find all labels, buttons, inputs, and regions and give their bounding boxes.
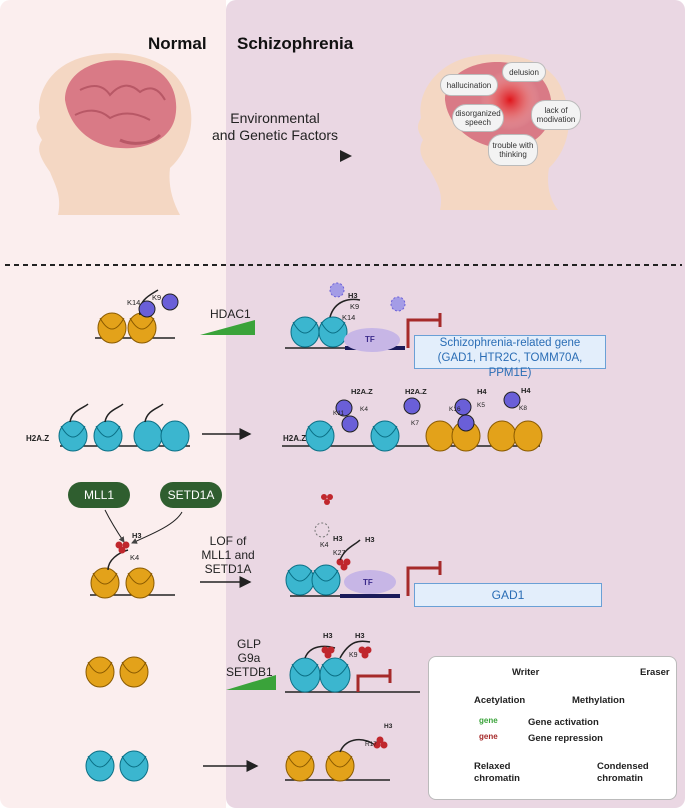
row2-group4-mark-k8: K8 <box>519 405 527 412</box>
row3-normal-chromatin <box>90 541 175 599</box>
row4-enzyme-g9a: G9a <box>237 651 261 665</box>
row5-scz-chromatin <box>285 736 390 782</box>
row5-h3: H3 <box>384 723 393 730</box>
row1-scz-chromatin <box>285 282 442 352</box>
row3-arrow-label-line-3: SETD1A <box>204 562 252 576</box>
row3-scz-k27: K27 <box>333 550 346 557</box>
row3-normal-k4: K4 <box>130 553 140 562</box>
row3-normal-h3: H3 <box>132 531 142 540</box>
symptom-hallucination: hallucination <box>440 74 498 96</box>
row2-group2-mark-k7: K7 <box>411 420 419 427</box>
row1-scz-h3: H3 <box>348 291 358 300</box>
row2-group4-variant: H4 <box>521 386 531 395</box>
row2-normal-chromatin <box>58 403 190 452</box>
row1-normal-mark-k9: K9 <box>152 293 162 302</box>
legend-relaxed-line-2: chromatin <box>474 773 520 784</box>
row3-arrow-label-line-1: LOF of <box>209 534 247 548</box>
symptom-disorganized-speech: disorganized speech <box>452 104 504 132</box>
row3-scz-k4: K4 <box>320 542 329 549</box>
row2-scz-label: H2A.Z <box>283 434 307 443</box>
row2-group3-variant: H4 <box>477 387 487 396</box>
row2-group1-variant: H2A.Z <box>351 387 373 396</box>
row3-scz-h3: H3 <box>333 534 343 543</box>
row2-group3-mark-k5: K5 <box>477 402 485 409</box>
hdac1-label: HDAC1 <box>210 307 251 321</box>
row3-gene-box: GAD1 <box>414 583 602 607</box>
legend-acetylation: Acetylation <box>474 695 526 706</box>
factors-label: Environmental and Genetic Factors <box>205 110 345 144</box>
legend-methylation: Methylation <box>572 695 625 706</box>
legend-condensed-line-2: chromatin <box>597 773 643 784</box>
legend-eraser: Eraser <box>640 667 670 678</box>
row4-increase-wedge <box>226 675 276 690</box>
row4-h3-b: H3 <box>355 631 365 640</box>
hdac1-increase-wedge <box>200 320 255 335</box>
legend-box <box>428 656 677 800</box>
row4-h3-a: H3 <box>323 631 333 640</box>
legend-gene-repression: Gene repression <box>528 733 603 744</box>
factors-line-1: Environmental <box>230 110 320 126</box>
row2-scz-chromatin <box>282 391 543 452</box>
row1-gene-box-line-2: (GAD1, HTR2C, TOMM70A, PPM1E) <box>437 352 583 379</box>
row4-enzyme-labels: GLP G9a SETDB1 <box>226 637 273 679</box>
symptom-delusion: delusion <box>502 62 546 82</box>
normal-head-icon <box>36 53 192 216</box>
legend-gene-activation: Gene activation <box>528 717 599 728</box>
row4-k9: K9 <box>349 652 358 659</box>
symptom-trouble-thinking: trouble with thinking <box>488 134 538 166</box>
writer-setd1a: SETD1A <box>160 482 222 508</box>
row2-group1-mark-k4: K4 <box>360 406 368 413</box>
legend-condensed: Condensed chromatin <box>597 761 649 785</box>
row1-normal-mark-k14: K14 <box>127 298 141 307</box>
row3-arrow-label-line-2: MLL1 and <box>201 548 255 562</box>
row5-normal-chromatin <box>85 750 149 782</box>
factors-line-2: and Genetic Factors <box>211 127 339 143</box>
legend-relaxed-line-1: Relaxed <box>474 761 511 772</box>
row2-normal-label: H2A.Z <box>26 434 50 443</box>
row4-enzyme-setdb1: SETDB1 <box>226 665 273 679</box>
row5-r17: R17 <box>365 741 377 748</box>
writer-mll1: MLL1 <box>68 482 130 508</box>
row2-group2-variant: H2A.Z <box>405 387 427 396</box>
row3-scz-chromatin <box>285 494 442 598</box>
row3-scz-h3b: H3 <box>365 535 375 544</box>
legend-writer: Writer <box>512 667 540 678</box>
legend-condensed-line-1: Condensed <box>597 761 649 772</box>
row1-normal-chromatin <box>95 289 179 344</box>
row1-gene-box: Schizophrenia-related gene (GAD1, HTR2C,… <box>414 335 606 379</box>
row1-gene-box-line-1: Schizophrenia-related gene <box>439 337 581 349</box>
row2-group3-mark-k16: K16 <box>449 406 461 413</box>
schizophrenia-heading: Schizophrenia <box>237 34 354 53</box>
row3-arrow-label: LOF of MLL1 and SETD1A <box>196 534 260 576</box>
row1-scz-k14: K14 <box>342 313 356 322</box>
symptom-lack-of-motivation: lack of modivation <box>531 100 581 130</box>
normal-heading: Normal <box>148 34 207 53</box>
row1-scz-k9: K9 <box>350 302 360 311</box>
row3-tf-label: TF <box>363 578 373 587</box>
row1-tf-label: TF <box>365 335 375 344</box>
legend-gene-repress-word: gene <box>479 732 498 741</box>
legend-gene-active-word: gene <box>479 716 498 725</box>
row4-scz-chromatin <box>285 640 420 693</box>
row4-normal-chromatin <box>85 656 149 688</box>
row4-enzyme-glp: GLP <box>236 637 261 651</box>
row2-group1-mark-k11: K11 <box>333 410 345 417</box>
legend-relaxed: Relaxed chromatin <box>474 761 520 785</box>
